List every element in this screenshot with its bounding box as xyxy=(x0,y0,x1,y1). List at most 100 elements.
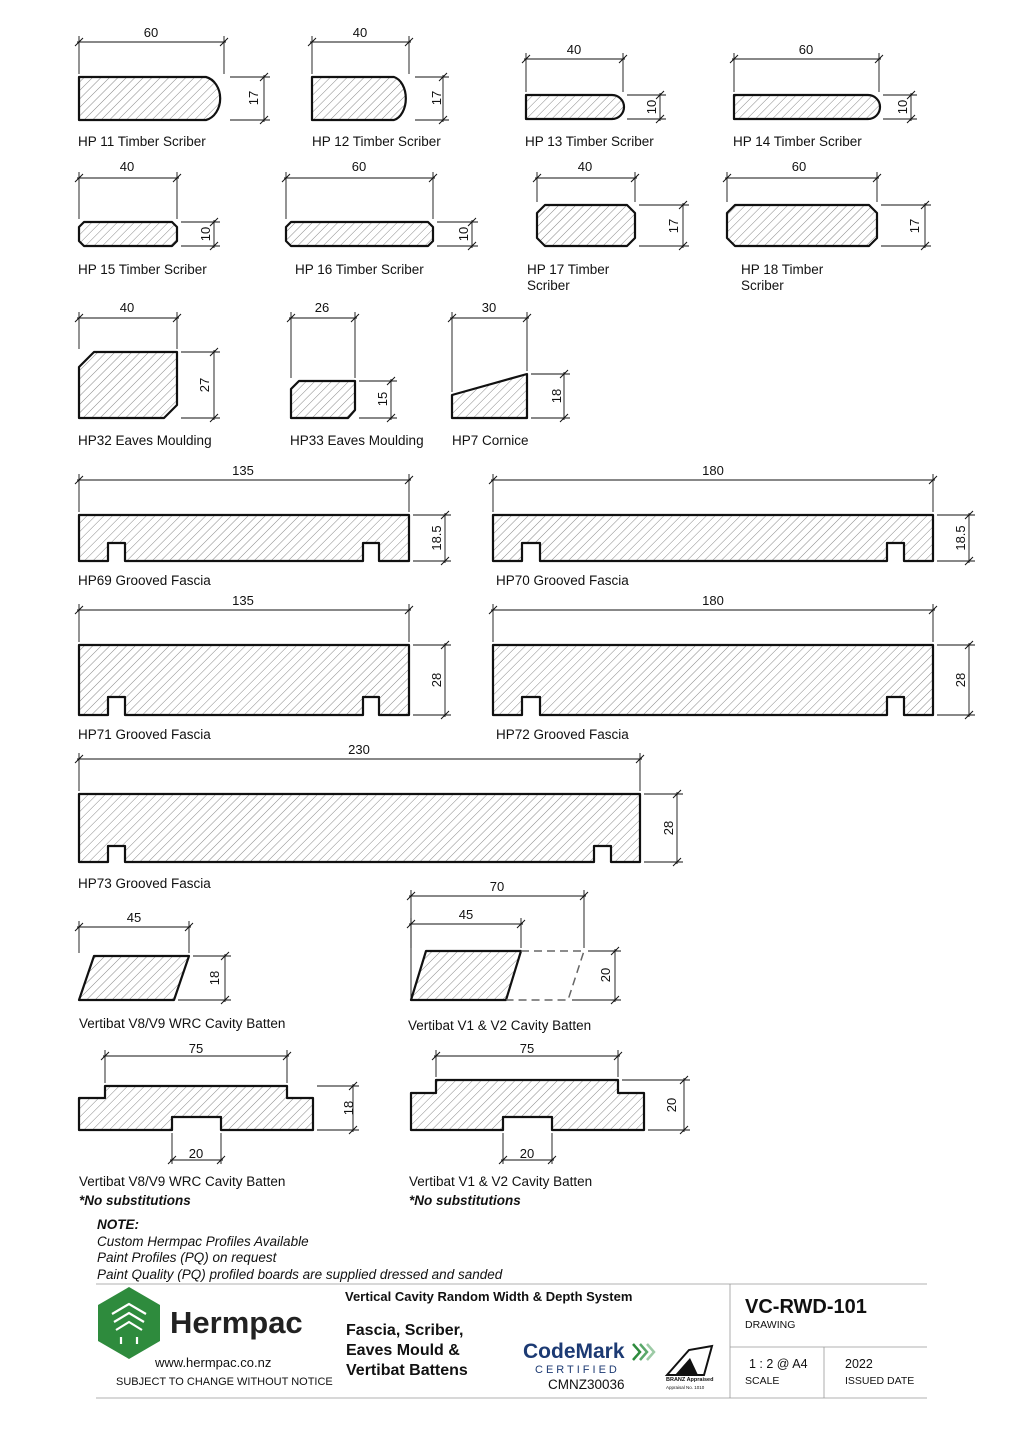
hp17-profile xyxy=(535,203,637,248)
website-link[interactable]: www.hermpac.co.nz xyxy=(155,1355,272,1370)
hp69-profile xyxy=(77,513,411,563)
hp73-label: HP73 Grooved Fascia xyxy=(78,876,211,891)
hp70-label: HP70 Grooved Fascia xyxy=(496,573,629,588)
hp70-width: 180 xyxy=(702,463,724,478)
v1v2-no-substitutions: *No substitutions xyxy=(409,1193,521,1208)
branz-number: Appraisal No. 1010 xyxy=(666,1385,705,1390)
v8v9-groove-width: 20 xyxy=(189,1146,203,1161)
drawing-title: Fascia, Scriber, Eaves Mould & Vertibat … xyxy=(346,1321,468,1381)
v8v9-batten-width: 45 xyxy=(127,910,141,925)
hp12-label: HP 12 Timber Scriber xyxy=(312,134,441,149)
title-line: Eaves Mould & xyxy=(346,1342,460,1359)
hp17-height: 17 xyxy=(666,219,681,233)
codemark-wordmark: CodeMark xyxy=(523,1340,625,1363)
note-line: Paint Profiles (PQ) on request xyxy=(97,1250,277,1265)
hp15-height: 10 xyxy=(198,227,213,241)
drawing-number-label: DRAWING xyxy=(745,1319,796,1331)
hp11-profile xyxy=(77,75,222,122)
hp13-profile xyxy=(524,93,626,121)
brand-name: Hermpac xyxy=(170,1305,303,1340)
hp15-width: 40 xyxy=(120,159,134,174)
hp73-profile xyxy=(77,792,642,864)
v8v9-batten-height: 18 xyxy=(207,971,222,985)
v1v2-batten-outer-width: 70 xyxy=(490,879,504,894)
system-name: Vertical Cavity Random Width & Depth Sys… xyxy=(345,1289,633,1304)
v8v9-batten-label: Vertibat V8/V9 WRC Cavity Batten xyxy=(79,1016,285,1031)
hp14-height: 10 xyxy=(895,100,910,114)
hp32-label: HP32 Eaves Moulding xyxy=(78,433,212,448)
note-line: Custom Hermpac Profiles Available xyxy=(97,1233,309,1249)
codemark-certified: CERTIFIED xyxy=(535,1364,620,1376)
hp17-width: 40 xyxy=(578,159,592,174)
title-line: Fascia, Scriber, xyxy=(346,1322,464,1339)
issued-date-value: 2022 xyxy=(845,1357,873,1371)
hp7-width: 30 xyxy=(482,300,496,315)
hp32-width: 40 xyxy=(120,300,134,315)
v1v2-batten-profile xyxy=(409,949,523,1002)
v1v2-batten-section xyxy=(409,1078,646,1132)
hp12-width: 40 xyxy=(353,25,367,40)
v8v9-batten-profile xyxy=(77,954,191,1002)
hp73-height: 28 xyxy=(661,821,676,835)
hp72-height: 28 xyxy=(953,673,968,687)
hp14-width: 60 xyxy=(799,42,813,57)
hp72-width: 180 xyxy=(702,593,724,608)
hp71-height: 28 xyxy=(429,673,444,687)
hp71-width: 135 xyxy=(232,593,254,608)
drawing-number: VC-RWD-101 xyxy=(745,1296,867,1318)
hp7-profile xyxy=(450,372,529,420)
scale-value: 1 : 2 @ A4 xyxy=(749,1357,808,1371)
hp69-height: 18.5 xyxy=(429,525,444,550)
title-line: Vertibat Battens xyxy=(346,1362,468,1379)
hp13-width: 40 xyxy=(567,42,581,57)
hermpac-logo-icon xyxy=(98,1287,160,1359)
hp18-label-2: Scriber xyxy=(741,278,784,293)
hp16-width: 60 xyxy=(352,159,366,174)
disclaimer: SUBJECT TO CHANGE WITHOUT NOTICE xyxy=(116,1376,333,1388)
v1v2-batten-label: Vertibat V1 & V2 Cavity Batten xyxy=(408,1018,591,1033)
hp71-label: HP71 Grooved Fascia xyxy=(78,727,211,742)
hp70-height: 18.5 xyxy=(953,525,968,550)
hp18-height: 17 xyxy=(907,219,922,233)
hp15-label: HP 15 Timber Scriber xyxy=(78,262,207,277)
drawing-note: NOTE: Custom Hermpac Profiles Available … xyxy=(97,1217,502,1283)
hp18-label-1: HP 18 Timber xyxy=(741,262,824,277)
branz-logo-icon xyxy=(664,1344,714,1376)
hp18-width: 60 xyxy=(792,159,806,174)
hp73-width: 230 xyxy=(348,742,370,757)
hp32-height: 27 xyxy=(197,378,212,392)
hp7-height: 18 xyxy=(549,389,564,403)
branz-label: BRANZ Appraised xyxy=(666,1377,714,1383)
scale-label: SCALE xyxy=(745,1375,780,1387)
v8v9-profile-label: Vertibat V8/V9 WRC Cavity Batten xyxy=(79,1174,285,1189)
v1v2-profile-label: Vertibat V1 & V2 Cavity Batten xyxy=(409,1174,592,1189)
hp15-profile xyxy=(77,220,179,248)
v1v2-profile-width: 75 xyxy=(520,1041,534,1056)
note-line: Paint Quality (PQ) profiled boards are s… xyxy=(97,1266,503,1282)
hp17-label-1: HP 17 Timber xyxy=(527,262,610,277)
hp18-profile xyxy=(725,203,879,248)
hp13-height: 10 xyxy=(644,100,659,114)
hp33-profile xyxy=(289,379,357,420)
codemark-cert-number: CMNZ30036 xyxy=(548,1377,625,1392)
hp11-width: 60 xyxy=(144,25,158,40)
hp33-height: 15 xyxy=(375,392,390,406)
v8v9-profile-height: 18 xyxy=(341,1101,356,1115)
hp12-profile xyxy=(310,75,407,122)
v1v2-full-width-outline xyxy=(506,950,586,1001)
v1v2-batten-width: 45 xyxy=(459,907,473,922)
hp33-label: HP33 Eaves Moulding xyxy=(290,433,424,448)
hp32-profile xyxy=(77,350,179,420)
codemark-arrows-icon xyxy=(632,1343,656,1361)
hp16-profile xyxy=(284,220,435,248)
v8v9-profile-width: 75 xyxy=(189,1041,203,1056)
hp70-profile xyxy=(491,513,935,563)
hp16-label: HP 16 Timber Scriber xyxy=(295,262,424,277)
v1v2-batten-height: 20 xyxy=(598,968,613,982)
hp69-width: 135 xyxy=(232,463,254,478)
hp12-height: 17 xyxy=(429,91,444,105)
hp16-height: 10 xyxy=(456,227,471,241)
issued-date-label: ISSUED DATE xyxy=(845,1375,915,1387)
hp69-label: HP69 Grooved Fascia xyxy=(78,573,211,588)
